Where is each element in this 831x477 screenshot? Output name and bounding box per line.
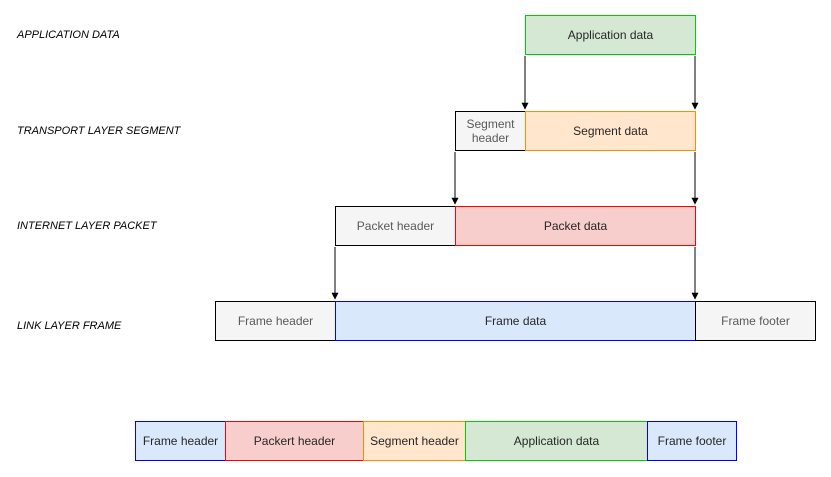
composite-segment-header-box: Segment header <box>363 421 466 461</box>
composite-frame-footer-box: Frame footer <box>647 421 737 461</box>
layer-label-internet-layer-packet: INTERNET LAYER PACKET <box>17 220 157 232</box>
packet-header-box: Packet header <box>335 206 456 246</box>
layer-label-application-data: APPLICATION DATA <box>17 29 120 41</box>
composite-packet-header-box: Packert header <box>225 421 364 461</box>
application-data-box: Application data <box>525 15 696 55</box>
composite-application-data-box: Application data <box>465 421 648 461</box>
layer-label-link-layer-frame: LINK LAYER FRAME <box>17 320 122 332</box>
segment-header-box: Segment header <box>455 111 526 151</box>
frame-header-box: Frame header <box>215 301 336 341</box>
packet-data-box: Packet data <box>455 206 696 246</box>
segment-data-box: Segment data <box>525 111 696 151</box>
layer-label-transport-layer-segment: TRANSPORT LAYER SEGMENT <box>17 125 181 137</box>
frame-footer-box: Frame footer <box>695 301 816 341</box>
composite-frame-header-box: Frame header <box>135 421 226 461</box>
frame-data-box: Frame data <box>335 301 696 341</box>
